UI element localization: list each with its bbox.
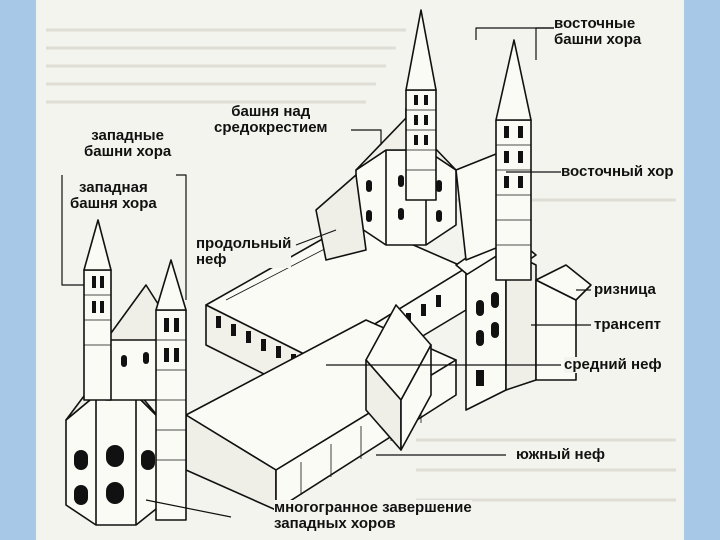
label-crossing-tower: башня над средокрестием [214, 104, 328, 136]
label-sacristy: ризница [594, 281, 656, 298]
label-polygonal-end-line1: многогранное завершение [274, 499, 472, 516]
south-porch [365, 304, 432, 451]
label-middle-nave: средний неф [564, 356, 662, 373]
leader-nave [295, 229, 337, 246]
label-longitudinal-nave: продольный неф [196, 235, 292, 268]
label-longitudinal-nave-line2: неф [196, 251, 227, 268]
leader-east-towers-2 [535, 27, 556, 60]
label-west-towers-line1: западные [91, 127, 164, 144]
leader-west-tower [176, 174, 187, 300]
left-frame-border [0, 0, 36, 540]
label-polygonal-end: многогранное завершение западных хоров [274, 500, 472, 532]
label-east-towers: восточные башни хора [554, 15, 642, 48]
leader-west-towers [61, 175, 84, 286]
leader-crossing-tower [351, 129, 382, 145]
label-east-towers-line1: восточные [554, 15, 636, 32]
label-west-tower-line1: западная [79, 179, 148, 196]
label-east-choir: восточный хор [561, 163, 674, 180]
leader-lines [61, 27, 591, 518]
sacristy-block [535, 264, 592, 381]
leader-east-towers [475, 27, 556, 40]
label-west-tower: западная башня хора [70, 180, 157, 212]
label-west-towers: западные башни хора [84, 127, 172, 160]
leader-polygonal-end [145, 499, 232, 518]
west-tower-left [83, 219, 112, 401]
label-west-towers-line2: башни хора [84, 143, 172, 160]
east-tower-right [495, 39, 532, 281]
cathedral-drawing [46, 9, 676, 526]
label-crossing-tower-line2: средокрестием [214, 119, 328, 136]
label-south-nave: южный неф [516, 446, 606, 463]
cathedral-diagram: восточные башни хора башня над средокрес… [36, 0, 684, 540]
label-west-tower-line2: башня хора [70, 195, 157, 212]
right-frame-border [684, 0, 720, 540]
label-polygonal-end-line2: западных хоров [274, 515, 396, 532]
label-transept: трансепт [594, 316, 662, 333]
label-east-towers-line2: башни хора [554, 31, 642, 48]
west-tower-right [155, 259, 187, 521]
label-longitudinal-nave-line1: продольный [196, 235, 292, 252]
label-crossing-tower-line1: башня над [231, 103, 311, 120]
east-tower-left [405, 9, 437, 201]
